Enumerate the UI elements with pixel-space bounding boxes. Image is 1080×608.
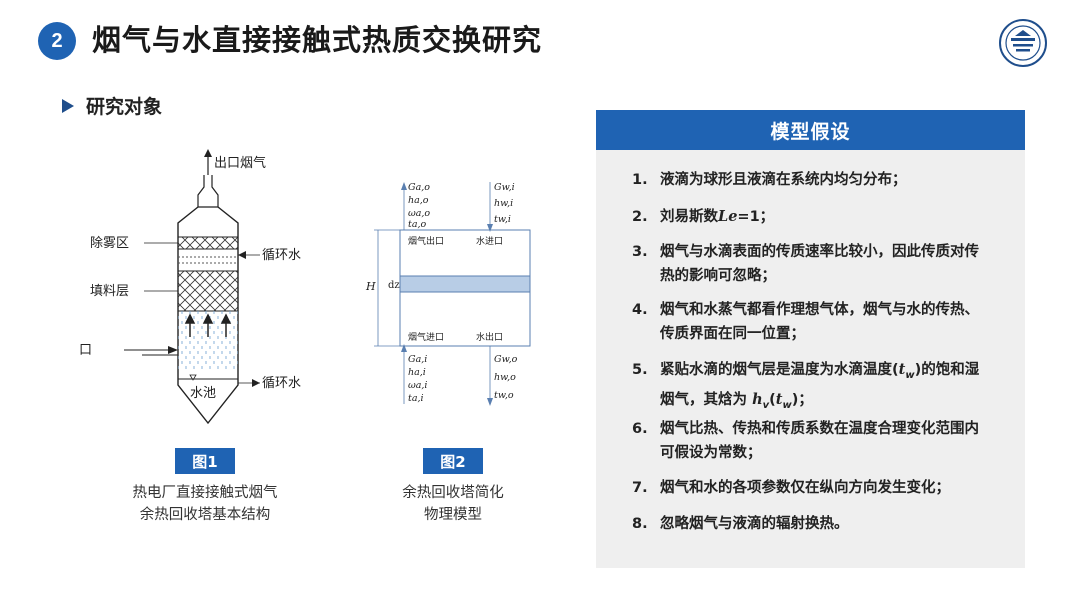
- figure2-caption: 图2: [423, 448, 483, 474]
- item-number: 3.: [632, 244, 648, 260]
- item-number: 4.: [632, 302, 648, 318]
- var-top-right-3: tw,i: [494, 214, 511, 225]
- var-bottom-right-2: hw,o: [494, 372, 516, 383]
- var-top-left-4: ta,o: [408, 219, 427, 230]
- item-number: 1.: [632, 172, 648, 188]
- label-water-out: 水出口: [476, 331, 503, 343]
- label-outlet-gas: 出口烟气: [214, 155, 266, 171]
- item-text: 烟气和水的各项参数仅在纵向方向发生变化；: [660, 480, 950, 496]
- label-circ-water-top: 循环水: [262, 248, 301, 263]
- panel-title: 模型假设: [596, 110, 1025, 150]
- item-text: 刘易斯数Le=1；: [660, 208, 775, 225]
- var-top-right-1: Gw,i: [494, 182, 515, 193]
- var-bottom-right-3: tw,o: [494, 390, 514, 401]
- label-gas-in: 烟气进口: [408, 331, 444, 343]
- item-text: 紧贴水滴的烟气层是温度为水滴温度(tw)的饱和湿烟气，其焓为 hv(tw)；: [660, 361, 980, 411]
- item-number: 5.: [632, 362, 648, 378]
- label-H: H: [365, 280, 376, 293]
- item-text: 忽略烟气与液滴的辐射换热。: [660, 516, 849, 532]
- var-top-right-2: hw,i: [494, 198, 513, 209]
- assumption-item-5: 5. 紧贴水滴的烟气层是温度为水滴温度(tw)的饱和湿烟气，其焓为 hv(tw)…: [632, 358, 982, 418]
- assumption-item-8: 8. 忽略烟气与液滴的辐射换热。: [632, 512, 982, 536]
- label-pool: 水池: [190, 386, 216, 401]
- figure2-description: 余热回收塔简化 物理模型: [378, 482, 528, 526]
- page-title: 烟气与水直接接触式热质交换研究: [92, 23, 543, 57]
- item-number: 7.: [632, 480, 648, 496]
- var-bottom-left-3: ωa,i: [408, 380, 427, 391]
- item-number: 6.: [632, 421, 648, 437]
- label-water-in: 水进口: [476, 235, 503, 247]
- label-demister: 除雾区: [90, 236, 129, 251]
- figure1-desc-line2: 余热回收塔基本结构: [139, 507, 271, 523]
- var-bottom-left-2: ha,i: [408, 367, 426, 378]
- item-text: 烟气和水蒸气都看作理想气体，烟气与水的传热、传质界面在同一位置；: [660, 302, 979, 342]
- var-bottom-right-1: Gw,o: [494, 354, 518, 365]
- item-text: 液滴为球形且液滴在系统内均匀分布；: [660, 172, 907, 188]
- figure1-description: 热电厂直接接触式烟气 余热回收塔基本结构: [110, 482, 300, 526]
- assumption-item-3: 3. 烟气与水滴表面的传质速率比较小，因此传质对传热的影响可忽略；: [632, 240, 982, 288]
- item-number: 8.: [632, 516, 648, 532]
- var-bottom-left-1: Ga,i: [408, 354, 427, 365]
- university-logo: [999, 19, 1047, 67]
- simplified-model-diagram: H dz 烟气出口 水进口 烟气进口 水出口 Ga,o ha,o ωa,o ta…: [365, 182, 531, 406]
- tower-structure-diagram: 出口烟气 除雾区 循环水 填料层 烟气进口 水池 循环水: [80, 149, 301, 425]
- item-number: 2.: [632, 209, 648, 225]
- item-text: 烟气与水滴表面的传质速率比较小，因此传质对传热的影响可忽略；: [660, 244, 979, 284]
- figure1-desc-line1: 热电厂直接接触式烟气: [132, 485, 278, 501]
- assumptions-panel: 模型假设 1. 液滴为球形且液滴在系统内均匀分布； 2. 刘易斯数Le=1； 3…: [596, 110, 1025, 568]
- label-packing: 填料层: [90, 284, 129, 299]
- assumption-item-6: 6. 烟气比热、传热和传质系数在温度合理变化范围内可假设为常数；: [632, 417, 982, 465]
- assumption-item-7: 7. 烟气和水的各项参数仅在纵向方向发生变化；: [632, 476, 982, 500]
- figure2-desc-line2: 物理模型: [424, 507, 482, 523]
- label-gas-out: 烟气出口: [408, 235, 444, 247]
- var-top-left-3: ωa,o: [408, 208, 430, 219]
- label-dz: dz: [388, 280, 400, 291]
- assumption-item-4: 4. 烟气和水蒸气都看作理想气体，烟气与水的传热、传质界面在同一位置；: [632, 298, 982, 346]
- label-circ-water-bottom: 循环水: [262, 376, 301, 391]
- assumption-item-1: 1. 液滴为球形且液滴在系统内均匀分布；: [632, 168, 982, 192]
- var-bottom-left-4: ta,i: [408, 393, 424, 404]
- assumption-item-2: 2. 刘易斯数Le=1；: [632, 205, 982, 229]
- triangle-bullet-icon: [62, 98, 74, 113]
- figure2-desc-line1: 余热回收塔简化: [402, 485, 504, 501]
- label-gas-inlet: 烟气进口: [80, 342, 92, 358]
- figure1-caption: 图1: [175, 448, 235, 474]
- var-top-left-1: Ga,o: [408, 182, 430, 193]
- section-heading: 研究对象: [62, 92, 162, 119]
- item-text: 烟气比热、传热和传质系数在温度合理变化范围内可假设为常数；: [660, 421, 979, 461]
- var-top-left-2: ha,o: [408, 195, 429, 206]
- section-title: 研究对象: [86, 96, 163, 118]
- section-number-badge: 2: [38, 22, 76, 60]
